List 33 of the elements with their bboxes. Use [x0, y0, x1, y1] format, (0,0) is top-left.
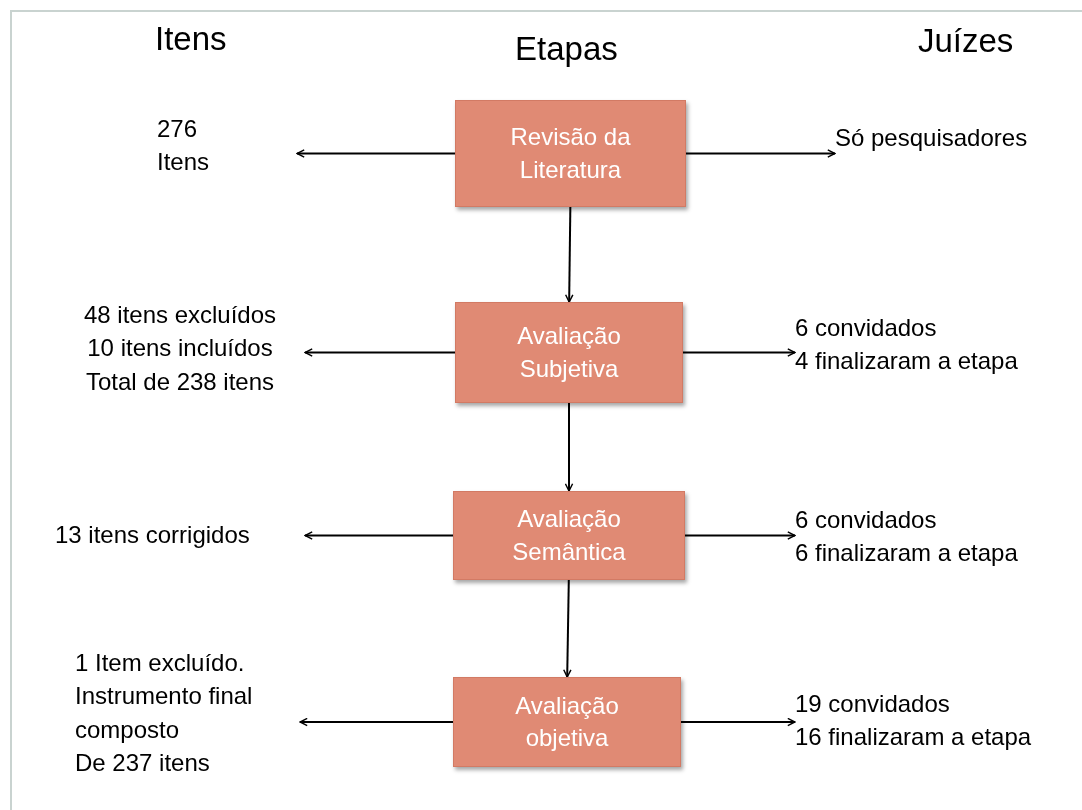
arrow — [680, 717, 796, 727]
annotation-text: 6 convidados — [795, 504, 937, 535]
arrow — [682, 348, 796, 357]
annotation-text: Total de 238 itens — [85, 366, 275, 397]
process-box: Avaliação Semântica — [453, 491, 685, 580]
arrow — [564, 402, 574, 492]
arrow — [684, 531, 796, 540]
annotation-text: 10 itens incluídos — [87, 333, 273, 364]
process-box: Avaliação objetiva — [453, 677, 681, 767]
column-heading: Etapas — [515, 30, 618, 68]
annotation-text: 6 finalizaram a etapa — [795, 538, 1018, 568]
annotation-text: 4 finalizaram a etapa — [795, 346, 1018, 376]
process-box: Revisão da Literatura — [455, 100, 686, 207]
arrow — [296, 149, 456, 158]
column-heading: Juízes — [918, 22, 1014, 60]
annotation-text: De 237 itens — [75, 747, 211, 778]
annotation-text: Instrumento final composto — [75, 681, 254, 745]
annotation-text: 276 Itens — [157, 113, 211, 177]
column-heading: Itens — [155, 20, 227, 58]
arrow — [563, 579, 572, 678]
arrow — [685, 149, 836, 158]
arrow — [304, 348, 456, 357]
annotation-text: 6 convidados — [795, 312, 937, 343]
arrow — [304, 531, 454, 540]
annotation-text: 13 itens corrigidos — [55, 520, 250, 551]
annotation-text: 1 Item excluído. — [75, 648, 246, 679]
process-box: Avaliação Subjetiva — [455, 302, 683, 403]
annotation-text: 19 convidados — [795, 688, 950, 719]
annotation-text: 16 finalizaram a etapa — [795, 722, 1032, 752]
annotation-text: Só pesquisadores — [835, 123, 1028, 154]
annotation-text: 48 itens excluídos — [83, 300, 277, 331]
arrow — [299, 717, 454, 727]
arrow — [564, 206, 574, 303]
